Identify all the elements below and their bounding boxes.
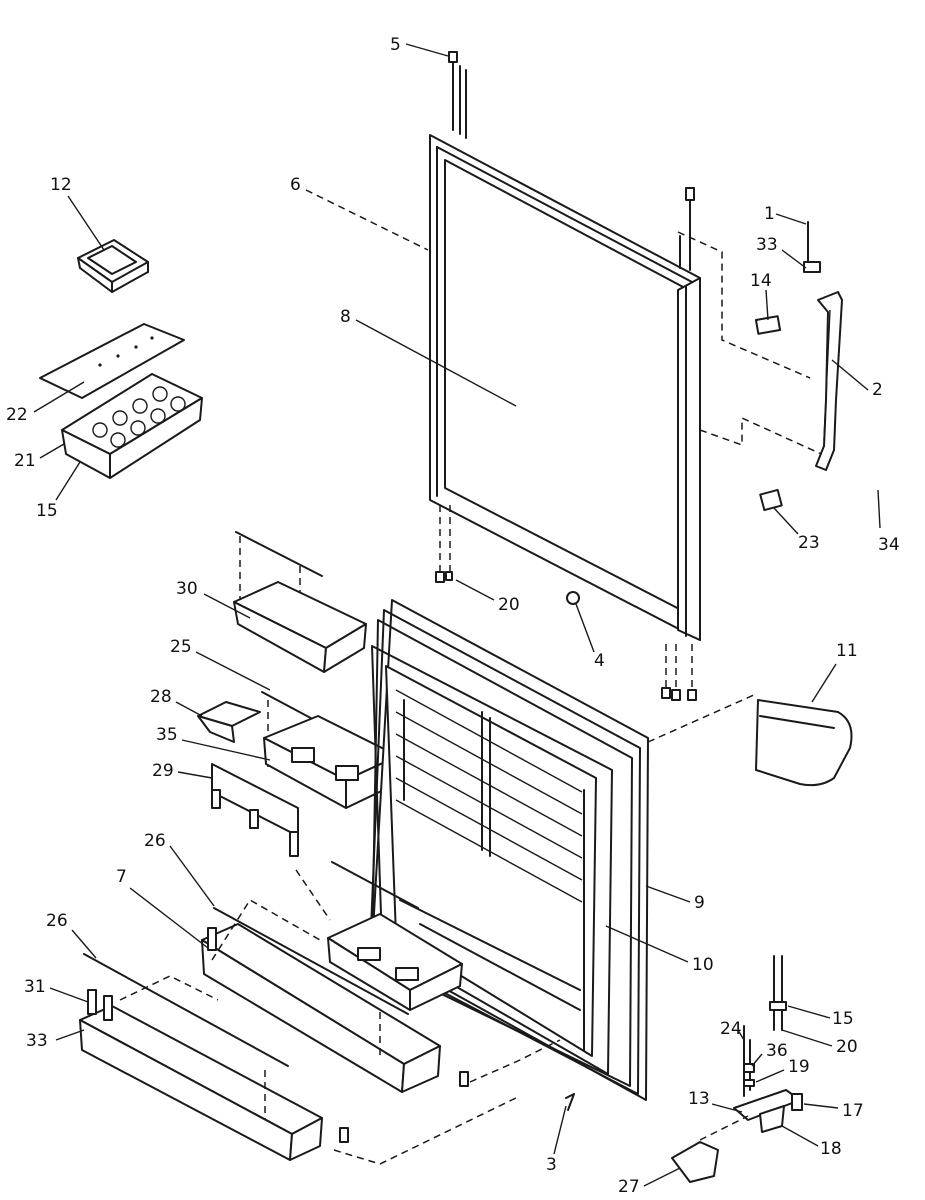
- ice-tray: [61, 373, 203, 479]
- callout-26-b: 26: [46, 911, 68, 931]
- callout-5: 5: [390, 35, 401, 55]
- top-hinge: [754, 221, 843, 512]
- egg-bin: [197, 700, 269, 770]
- callout-9: 9: [694, 893, 705, 913]
- callout-17: 17: [842, 1101, 864, 1121]
- callout-22: 22: [6, 405, 28, 425]
- liner-ribs: [395, 689, 585, 1051]
- callout-36: 36: [766, 1041, 788, 1061]
- callout-25: 25: [170, 637, 192, 657]
- freezer-door: [429, 134, 701, 641]
- callout-19: 19: [788, 1057, 810, 1077]
- callout-13: 13: [688, 1089, 710, 1109]
- callouts: 5 6 8 1 33 14 2 23 34 12 22 21 15 4 20 3…: [6, 35, 900, 1197]
- bottom-screws: [435, 505, 697, 701]
- callout-24: 24: [720, 1019, 742, 1039]
- shelf-bar-26b: [83, 953, 289, 1067]
- callout-20-bottom: 20: [836, 1037, 858, 1057]
- callout-7: 7: [116, 867, 127, 887]
- callout-23: 23: [798, 533, 820, 553]
- callout-30: 30: [176, 579, 198, 599]
- callout-31: 31: [24, 977, 46, 997]
- screw-small-b: [339, 1127, 349, 1143]
- callout-10: 10: [692, 955, 714, 975]
- callout-20-top: 20: [498, 595, 520, 615]
- callout-28: 28: [150, 687, 172, 707]
- door-liner: [369, 599, 649, 1101]
- ice-bin: [77, 239, 149, 293]
- door-shelf-30: [233, 531, 367, 673]
- callout-29: 29: [152, 761, 174, 781]
- callout-35: 35: [156, 725, 178, 745]
- shelf-bar-26a: [213, 907, 409, 1015]
- handle-11: [647, 693, 853, 787]
- callout-34: 34: [878, 535, 900, 555]
- callout-27: 27: [618, 1177, 640, 1197]
- callout-15-right: 15: [832, 1009, 854, 1029]
- top-screws: [448, 51, 695, 271]
- callout-3: 3: [546, 1155, 557, 1175]
- callout-26-a: 26: [144, 831, 166, 851]
- callout-11: 11: [836, 641, 858, 661]
- callout-2: 2: [872, 380, 883, 400]
- callout-14: 14: [750, 271, 772, 291]
- callout-15-left: 15: [36, 501, 58, 521]
- screw-3: [565, 1093, 575, 1111]
- callout-18: 18: [820, 1139, 842, 1159]
- middle-shelf: [295, 861, 463, 1011]
- callout-33-top: 33: [756, 235, 778, 255]
- bottom-hinge: [671, 955, 803, 1183]
- bracket-29: [211, 763, 299, 857]
- callout-21: 21: [14, 451, 36, 471]
- callout-8: 8: [340, 307, 351, 327]
- callout-12: 12: [50, 175, 72, 195]
- callout-33-bottom: 33: [26, 1031, 48, 1051]
- callout-1: 1: [764, 204, 775, 224]
- callout-6: 6: [290, 175, 301, 195]
- screw-small-a: [459, 1071, 469, 1087]
- callout-4: 4: [594, 651, 605, 671]
- bottom-shelf: [79, 989, 323, 1161]
